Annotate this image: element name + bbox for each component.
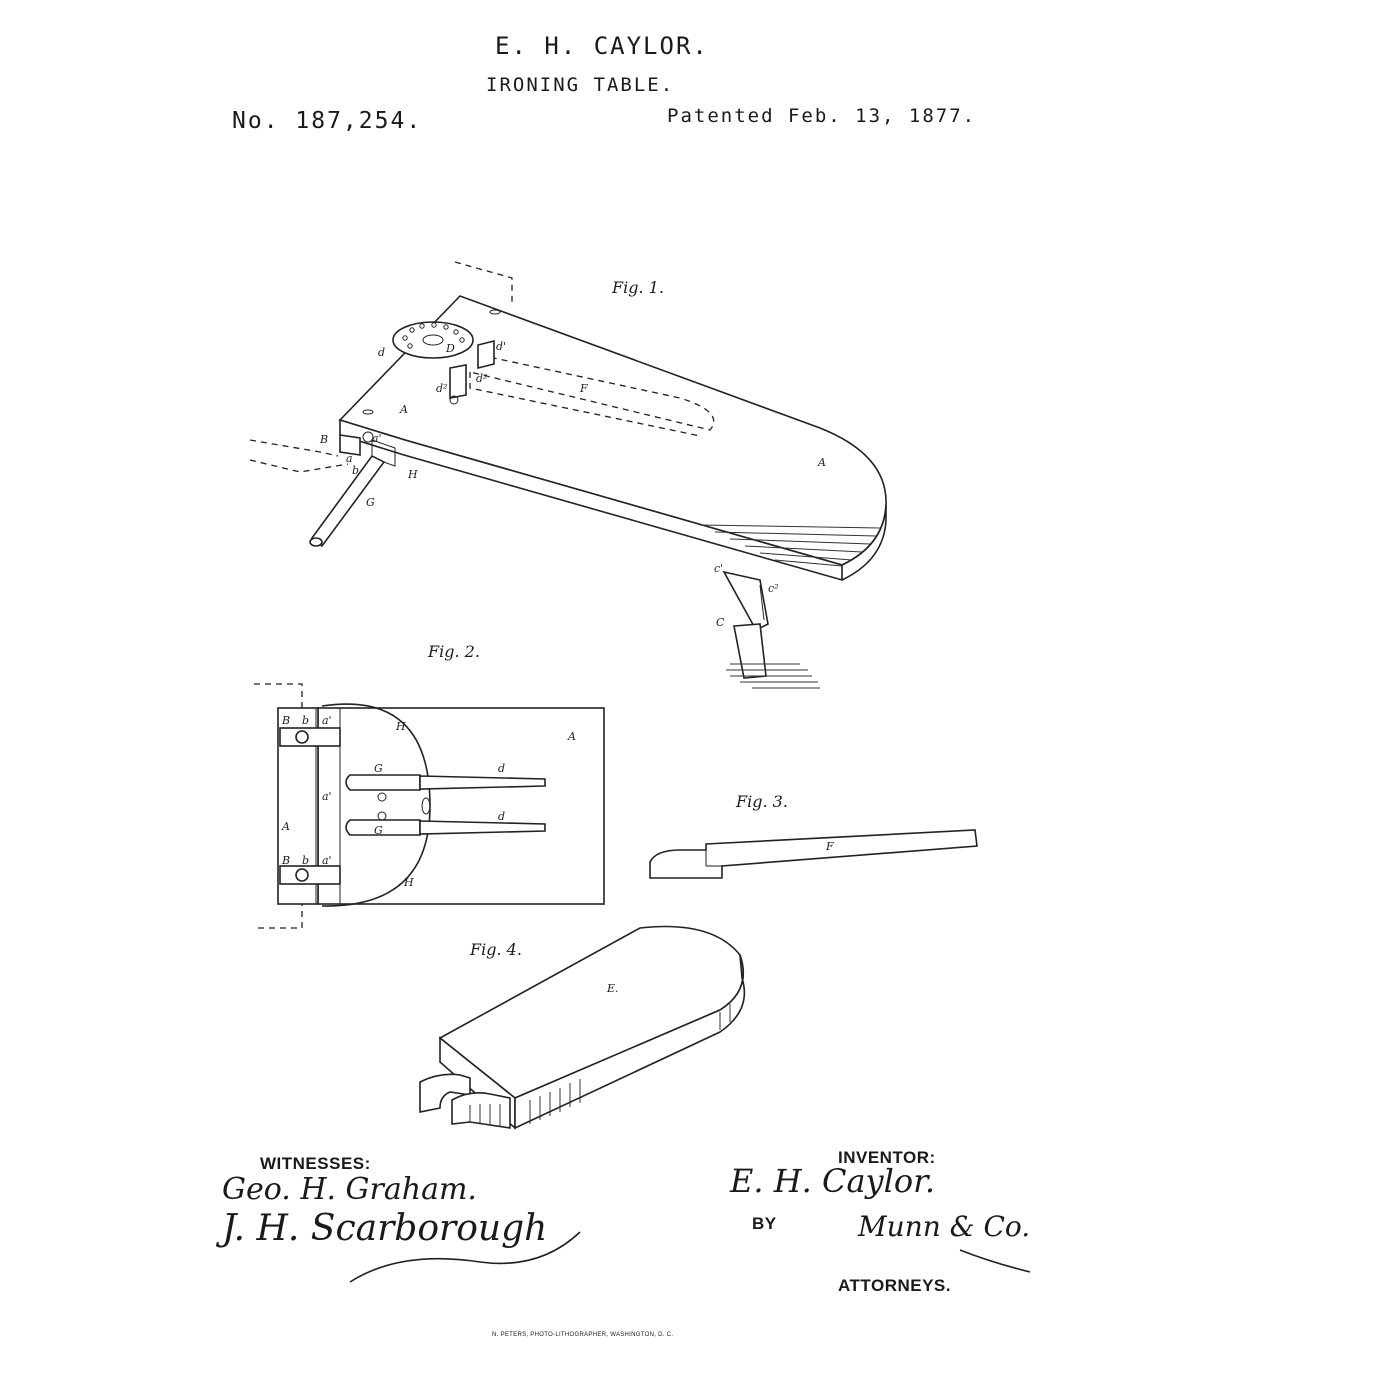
fig2-label-a1-bottom: a' — [322, 854, 332, 867]
fig2-end-strip-inner — [315, 707, 341, 905]
inventor-label: INVENTOR: — [838, 1148, 936, 1167]
fig2-label-a1: a' — [322, 790, 332, 803]
fig2-rod-lower — [419, 820, 546, 835]
fig2-clamp-top-screw — [295, 730, 309, 744]
fig1-label-c1: c' — [714, 562, 723, 575]
fig2-label: Fig. 2. — [428, 642, 480, 661]
fig1-dashed-table-side — [249, 439, 339, 457]
fig1-label-a: A — [399, 403, 408, 416]
printer-credit: N. PETERS, PHOTO-LITHOGRAPHER, WASHINGTO… — [492, 1332, 674, 1338]
fig2-label-b-small-top: b — [302, 714, 309, 727]
witnesses-label: WITNESSES: — [260, 1154, 371, 1173]
invention-title: IRONING TABLE. — [486, 74, 675, 96]
fig1-label-c: C — [716, 616, 725, 629]
fig2-board-outline — [317, 707, 605, 905]
fig1-label: Fig. 1. — [612, 278, 664, 297]
fig1-end-screw — [362, 431, 374, 443]
fig2-clamp-bottom — [279, 865, 341, 885]
fig1-dashed-table-side-2 — [249, 459, 349, 473]
fig3-drawing: F — [649, 829, 978, 879]
fig3-label-f: F — [825, 840, 834, 853]
witness-signature-1: Geo. H. Graham. — [222, 1172, 477, 1207]
fig4-fork-left — [419, 1073, 471, 1113]
fig2-drawing: A A H H B B G G d d a' b a' b a' — [254, 683, 605, 929]
attorney-signature-flourish — [959, 1249, 1031, 1273]
fig1-board-rounded-edge — [841, 504, 887, 581]
fig2-label-b-top: B — [281, 714, 290, 727]
witness-signature-2: J. H. Scarborough — [222, 1208, 548, 1249]
fig2-rod-upper — [419, 775, 546, 790]
by-label: BY — [752, 1214, 777, 1233]
fig2-label-b-small-bottom: b — [302, 854, 309, 867]
fig2-label-a1-top: a' — [322, 714, 332, 727]
fig2-pin-upper — [377, 792, 387, 802]
fig1-label-a1: a' — [372, 432, 382, 445]
fig1-ground-shading — [726, 663, 820, 689]
fig1-bracket-leg — [449, 364, 467, 399]
attorneys-label: ATTORNEYS. — [838, 1276, 951, 1295]
attorney-signature: Munn & Co. — [858, 1210, 1031, 1243]
fig4-drawing: E. — [419, 925, 746, 1130]
fig2-pin-lower — [377, 811, 387, 821]
fig2-label-g1: G — [374, 762, 383, 775]
fig2-label-d1: d — [498, 762, 505, 775]
fig1-label-d1: d' — [496, 340, 506, 353]
fig4-fork-right — [451, 1092, 511, 1129]
fig4-fork-shading — [469, 1104, 501, 1126]
fig1-hole-1 — [362, 409, 374, 415]
fig2-rod-upper-base — [345, 774, 421, 791]
fig1-label-b: B — [319, 433, 328, 446]
inventor-signature: E. H. Caylor. — [730, 1162, 936, 1200]
fig1-drawing: A A B F D H G C c² c' d d' d² d² a' a b — [249, 261, 887, 689]
fig2-clamp-bottom-screw — [295, 868, 309, 882]
fig1-disc-holes — [402, 322, 465, 349]
fig1-label-a-small: a — [346, 452, 353, 465]
fig1-label-h: H — [407, 468, 418, 481]
fig1-label-a2: A — [817, 456, 826, 469]
fig2-label-a-left: A — [281, 820, 290, 833]
fig2-label-h-top: H — [395, 720, 406, 733]
fig1-label-c2: c² — [768, 582, 779, 595]
fig1-shading — [699, 524, 881, 567]
fig4-label: Fig. 4. — [470, 940, 522, 959]
inventor-name: E. H. CAYLOR. — [495, 32, 709, 60]
fig3-slide — [649, 829, 978, 879]
fig2-label-a: A — [567, 730, 576, 743]
fig1-rod-end — [309, 537, 323, 547]
fig4-label-e: E. — [606, 982, 619, 995]
fig1-label-b-small: b — [352, 464, 359, 477]
patent-number: No. 187,254. — [232, 108, 423, 134]
fig1-leg-detail — [759, 584, 765, 621]
fig1-label-d: D — [445, 342, 455, 355]
fig1-bracket — [477, 339, 495, 370]
fig1-label-d2: d² — [476, 372, 487, 385]
fig2-label-d2: d — [498, 810, 505, 823]
fig2-handle-joint — [421, 797, 431, 815]
fig2-clamp-top — [279, 727, 341, 747]
fig1-leg-upper — [722, 570, 769, 632]
fig3-label: Fig. 3. — [736, 792, 788, 811]
fig1-dashed-slide-2 — [469, 372, 701, 437]
fig4-shading — [529, 1004, 731, 1124]
fig2-rod-lower-base — [345, 819, 421, 836]
fig1-dashed-slide — [469, 354, 715, 431]
fig1-disc — [392, 321, 474, 359]
fig2-label-h-bottom: H — [403, 876, 414, 889]
fig1-hole-2 — [489, 309, 501, 315]
fig2-label-b-bottom: B — [281, 854, 290, 867]
fig1-pivot — [449, 395, 459, 405]
fig1-label-f: F — [579, 382, 588, 395]
patent-date: Patented Feb. 13, 1877. — [667, 105, 977, 127]
fig1-label-d2b: d² — [436, 382, 447, 395]
fig1-label-d-small: d — [378, 346, 385, 359]
fig1-dashed-table-top — [454, 261, 513, 304]
fig2-label-g2: G — [374, 824, 383, 837]
witness-signature-flourish — [349, 1231, 581, 1283]
fig1-label-g: G — [366, 496, 375, 509]
fig1-disc-hub — [422, 334, 444, 346]
fig1-end-block — [339, 434, 361, 456]
fig4-board-side — [514, 954, 746, 1130]
fig1-end-clamp — [371, 439, 396, 467]
